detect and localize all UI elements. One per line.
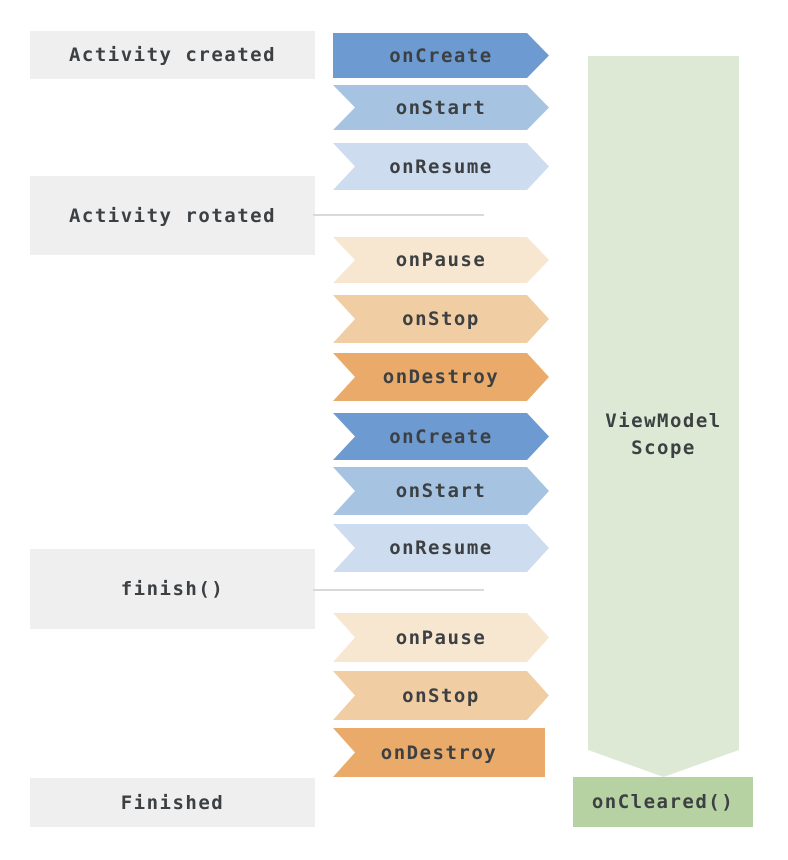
label-finished: Finished [30,778,315,827]
viewmodel-scope-label: ViewModel Scope [605,410,722,459]
lifecycle-arrow-onresume: onResume [333,143,549,190]
lifecycle-arrow-onstart: onStart [333,85,549,130]
lifecycle-arrow-ondestroy: onDestroy [333,728,545,777]
label-activity-created: Activity created [30,31,315,79]
lifecycle-arrow-oncreate: onCreate [333,413,549,460]
label-activity-rotated: Activity rotated [30,176,315,255]
lifecycle-arrow-onstop: onStop [333,671,549,720]
divider-finish [313,589,484,591]
lifecycle-arrow-onpause: onPause [333,237,549,283]
lifecycle-arrow-oncreate: onCreate [333,33,549,78]
viewmodel-scope-arrow: ViewModel Scope [588,56,739,777]
divider-rotated [313,214,484,216]
lifecycle-arrow-onstart: onStart [333,467,549,515]
oncleared-box: onCleared() [573,777,753,827]
lifecycle-arrow-onresume: onResume [333,524,549,572]
lifecycle-arrow-onpause: onPause [333,613,549,662]
lifecycle-arrow-ondestroy: onDestroy [333,353,549,401]
lifecycle-arrow-onstop: onStop [333,295,549,343]
label-finish: finish() [30,549,315,629]
